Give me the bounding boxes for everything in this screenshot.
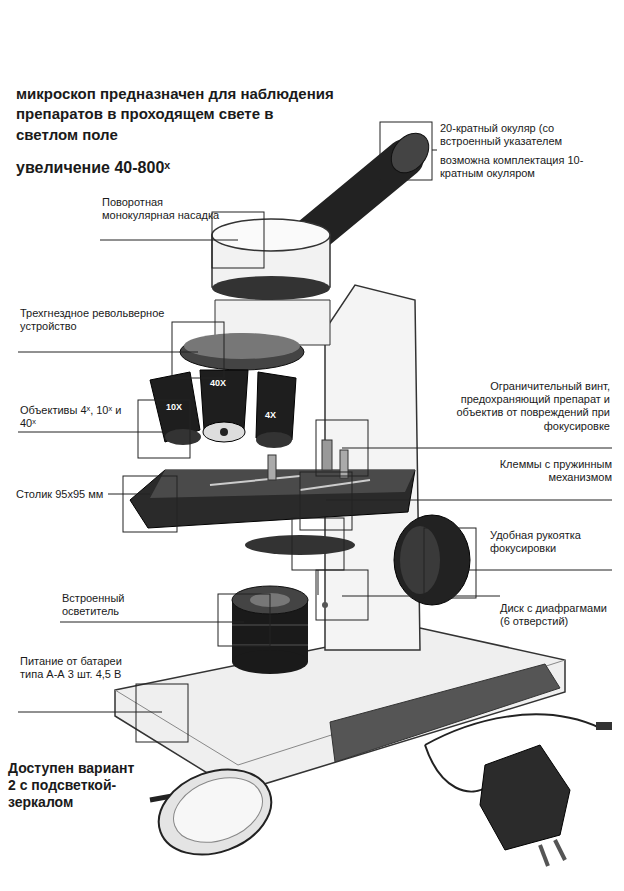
objective: [200, 370, 248, 442]
limit-screw: [322, 440, 332, 470]
stage-top: [150, 470, 415, 498]
part-label: 20-кратный окуляр (со встроенный указате…: [440, 122, 616, 148]
lens-marking: 4X: [265, 410, 276, 421]
plug-pin: [555, 840, 565, 860]
clip: [210, 476, 300, 485]
revolver: [180, 334, 304, 370]
power-adapter: [480, 745, 570, 850]
part-label: Питание от батареи типа А-А 3 шт. 4,5 В: [20, 655, 140, 681]
lens-marking: 40X: [210, 378, 226, 389]
clip: [300, 480, 370, 490]
eyepiece-end: [384, 126, 437, 180]
leader-lines: [18, 150, 612, 712]
part-label: Встроенный осветитель: [62, 592, 172, 618]
variant-note: Доступен вариант 2 с подсветкой-зеркалом: [8, 760, 138, 810]
screw: [322, 602, 328, 608]
mirror-glass: [165, 766, 272, 854]
revolver-top: [184, 333, 300, 359]
head-top: [212, 219, 330, 251]
part-label: Ограничительный винт, предохраняющий пре…: [430, 380, 610, 433]
cable: [425, 714, 600, 745]
part-label: Столик 95x95 мм: [16, 488, 103, 501]
lens-marking: 10X: [166, 402, 182, 413]
clip-post: [268, 455, 276, 480]
part-label: Трехгнездное револьверное устройство: [20, 307, 170, 333]
objective: [150, 372, 201, 445]
part-label: Клеммы с пружинным механизмом: [490, 458, 612, 484]
part-label: Объективы 4ˣ, 10ˣ и 40ˣ: [20, 404, 140, 430]
dc-plug: [596, 722, 612, 730]
focus-knob-face: [400, 526, 440, 594]
head-ring: [212, 276, 330, 300]
part-label: возможна комплектация 10-кратным окуляро…: [440, 154, 616, 180]
objective: [256, 372, 296, 448]
part-label: Диск с диафрагмами (6 отверстий): [500, 602, 618, 628]
page-title: микроскоп предназначен для наблюдения пр…: [16, 84, 336, 145]
mirror: [147, 755, 283, 870]
part-label: Поворотная монокулярная насадка: [102, 196, 222, 222]
diaphragm-disk: [245, 535, 355, 555]
illuminator-bottom: [232, 650, 308, 674]
base-edge: [115, 660, 565, 765]
microscope-arm: [325, 285, 420, 650]
cable: [425, 745, 490, 792]
plug-pin: [540, 845, 548, 866]
part-label: Удобная рукоятка фокусировки: [490, 529, 612, 555]
base-pad: [330, 664, 560, 762]
magnification-note: увеличение 40-800ˣ: [16, 158, 170, 177]
clip-post: [340, 450, 348, 478]
